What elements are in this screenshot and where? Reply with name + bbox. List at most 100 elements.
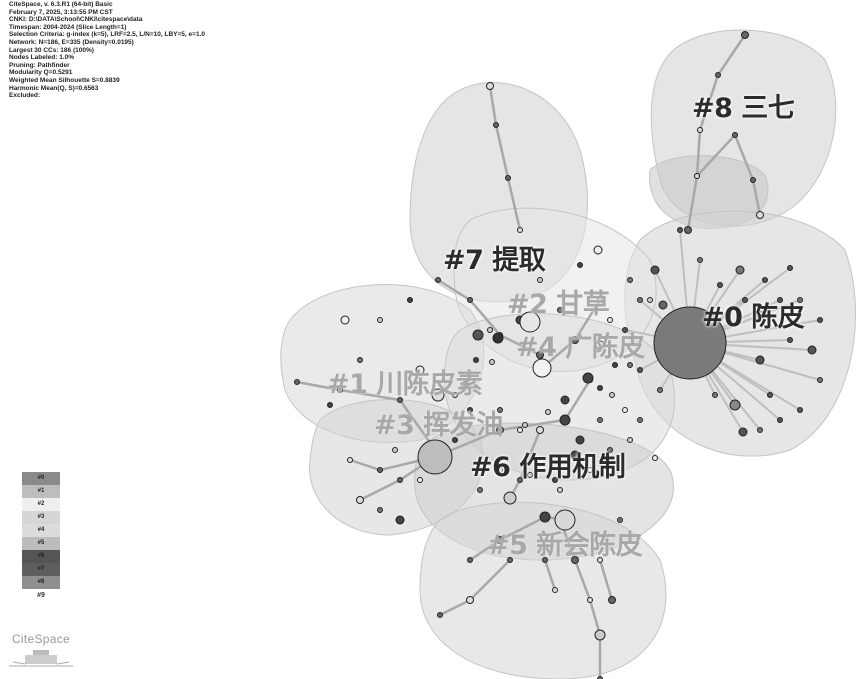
network-node[interactable] (622, 327, 628, 333)
cluster-label-5[interactable]: #5 新会陈皮 (487, 530, 643, 561)
network-node[interactable] (435, 277, 441, 283)
network-node[interactable] (517, 477, 523, 483)
network-node[interactable] (597, 417, 603, 423)
network-node[interactable] (337, 387, 343, 393)
network-node[interactable] (762, 277, 768, 283)
network-node[interactable] (617, 517, 623, 523)
network-node[interactable] (497, 467, 503, 473)
network-node[interactable] (755, 355, 765, 365)
network-node[interactable] (715, 72, 721, 78)
network-node[interactable] (377, 317, 383, 323)
network-node[interactable] (756, 211, 764, 219)
network-node[interactable] (612, 362, 618, 368)
network-node[interactable] (697, 257, 703, 263)
network-node[interactable] (608, 596, 616, 604)
cluster-label-8[interactable]: #8 三七 (692, 93, 795, 124)
network-node[interactable] (653, 306, 727, 380)
network-node[interactable] (492, 332, 504, 344)
network-node[interactable] (407, 297, 413, 303)
network-node[interactable] (797, 407, 803, 413)
network-node[interactable] (527, 472, 533, 478)
network-node[interactable] (575, 435, 585, 445)
network-node[interactable] (735, 265, 745, 275)
network-node[interactable] (609, 392, 615, 398)
network-node[interactable] (415, 365, 425, 375)
network-node[interactable] (536, 426, 544, 434)
cluster-label-1[interactable]: #1 川陈皮素 (327, 369, 483, 400)
network-node[interactable] (582, 372, 594, 384)
network-node[interactable] (729, 399, 741, 411)
network-node[interactable] (750, 177, 756, 183)
network-node[interactable] (597, 676, 603, 679)
network-node[interactable] (777, 297, 783, 303)
cluster-label-6[interactable]: #6 作用机制 (470, 452, 626, 483)
network-node[interactable] (452, 392, 458, 398)
network-node[interactable] (627, 362, 633, 368)
network-node[interactable] (593, 245, 603, 255)
network-node[interactable] (637, 297, 643, 303)
network-node[interactable] (650, 265, 660, 275)
network-node[interactable] (294, 379, 300, 385)
network-node[interactable] (517, 227, 523, 233)
network-node[interactable] (595, 340, 605, 350)
network-node[interactable] (542, 557, 548, 563)
network-node[interactable] (417, 477, 423, 483)
network-node[interactable] (467, 407, 473, 413)
network-node[interactable] (493, 122, 499, 128)
network-node[interactable] (340, 315, 350, 325)
network-node[interactable] (452, 437, 458, 443)
network-node[interactable] (757, 427, 763, 433)
network-node[interactable] (627, 437, 633, 443)
network-node[interactable] (377, 507, 383, 513)
network-node[interactable] (536, 351, 544, 359)
network-node[interactable] (571, 336, 579, 344)
network-node[interactable] (807, 345, 817, 355)
network-node[interactable] (597, 385, 603, 391)
network-node[interactable] (496, 426, 504, 434)
network-node[interactable] (545, 409, 551, 415)
network-node[interactable] (597, 297, 603, 303)
network-node[interactable] (677, 227, 683, 233)
network-node[interactable] (557, 487, 563, 493)
network-node[interactable] (397, 477, 403, 483)
network-node[interactable] (797, 297, 803, 303)
network-node[interactable] (552, 477, 558, 483)
network-node[interactable] (497, 407, 503, 413)
network-node[interactable] (738, 427, 748, 437)
network-node[interactable] (652, 455, 658, 461)
network-node[interactable] (741, 31, 749, 39)
network-node[interactable] (519, 311, 541, 333)
network-node[interactable] (647, 297, 653, 303)
network-node[interactable] (607, 447, 613, 453)
cluster-label-7[interactable]: #7 提取 (443, 245, 546, 276)
network-node[interactable] (486, 82, 494, 90)
network-node[interactable] (560, 395, 570, 405)
network-node[interactable] (637, 367, 643, 373)
network-node[interactable] (489, 359, 495, 365)
network-node[interactable] (817, 377, 823, 383)
network-node[interactable] (597, 557, 603, 563)
network-node[interactable] (437, 612, 443, 618)
network-node[interactable] (392, 447, 398, 453)
network-node[interactable] (817, 317, 823, 323)
network-node[interactable] (742, 297, 748, 303)
network-node[interactable] (787, 337, 793, 343)
network-node[interactable] (473, 357, 479, 363)
network-node[interactable] (607, 317, 613, 323)
network-node[interactable] (587, 467, 593, 473)
network-node[interactable] (755, 310, 765, 320)
network-node[interactable] (684, 226, 692, 234)
network-node[interactable] (717, 282, 723, 288)
network-node[interactable] (657, 387, 663, 393)
network-node[interactable] (487, 327, 493, 333)
network-node[interactable] (570, 450, 580, 460)
network-node[interactable] (327, 402, 333, 408)
network-node[interactable] (694, 173, 700, 179)
network-node[interactable] (431, 388, 445, 402)
network-node[interactable] (397, 397, 403, 403)
network-node[interactable] (552, 587, 558, 593)
network-node[interactable] (587, 597, 593, 603)
network-node[interactable] (537, 277, 543, 283)
network-node[interactable] (522, 422, 528, 428)
network-node[interactable] (637, 417, 643, 423)
